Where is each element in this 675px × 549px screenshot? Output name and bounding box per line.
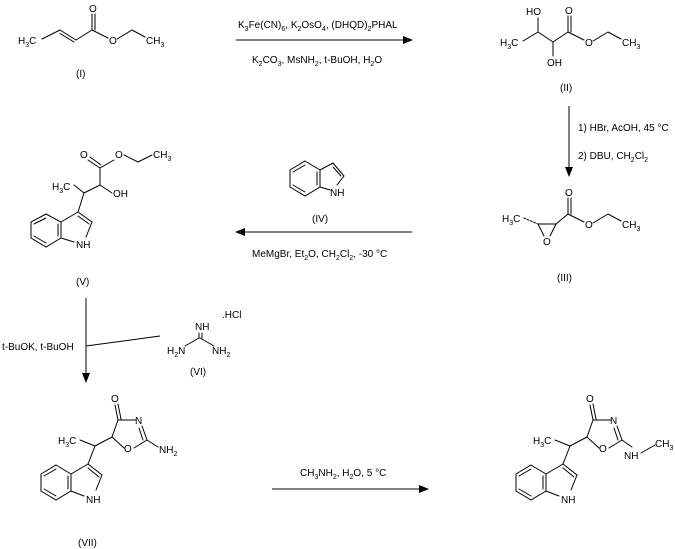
atom-o-carbonyl: O	[111, 394, 119, 405]
atom-n-ring: N	[135, 416, 142, 427]
compound-label-i: (I)	[76, 69, 85, 80]
compound-ii: H3C HO OH O O CH3 (II)	[500, 6, 640, 94]
compound-label-vi: (VI)	[190, 367, 206, 378]
condition-step-5: CH3NH2, H2O, 5 °C	[300, 468, 386, 481]
condition-step-1-base: K2CO3, MsNH2, t-BuOH, H2O	[252, 55, 382, 68]
atom-ch3: CH3	[146, 36, 164, 49]
atom-h3c: H3C	[533, 436, 551, 449]
compound-label-v: (V)	[76, 277, 89, 288]
compound-label-ii: (II)	[560, 83, 572, 94]
condition-step-3: MeMgBr, Et2O, CH2Cl2, -30 °C	[252, 249, 387, 262]
atom-o-ester: O	[585, 38, 593, 49]
atom-o-carbonyl: O	[89, 4, 97, 15]
compound-label-iii: (III)	[557, 273, 572, 284]
atom-h2n: H2N	[167, 346, 185, 359]
atom-ch3: CH3	[655, 439, 673, 452]
atom-h3c: H3C	[18, 36, 36, 49]
atom-nh2: NH2	[159, 445, 177, 458]
atom-o-carbonyl: O	[80, 150, 88, 161]
atom-o-carbonyl: O	[565, 188, 573, 199]
compound-vi: NH H2N NH2 .HCl (VI)	[167, 310, 241, 378]
atom-h3c: H3C	[58, 436, 76, 449]
compound-iv: NH (IV)	[289, 160, 345, 225]
atom-ch3: CH3	[153, 150, 171, 163]
atom-nh: NH	[86, 495, 100, 506]
atom-o-carbonyl: O	[565, 6, 573, 17]
atom-h3c: H3C	[52, 182, 70, 195]
atom-oh: OH	[113, 189, 128, 200]
reagent-connector-line	[85, 335, 161, 347]
salt-hcl: .HCl	[222, 310, 241, 321]
atom-nh-methyl: NH	[624, 451, 638, 462]
compound-i: H3C O O CH3 (I)	[18, 4, 164, 80]
atom-h3c: H3C	[500, 38, 518, 51]
atom-n-ring: N	[610, 416, 617, 427]
atom-o-ester: O	[109, 36, 117, 47]
condition-step-2-a: 1) HBr, AcOH, 45 °C	[578, 123, 669, 134]
atom-o-epoxide: O	[543, 237, 551, 248]
condition-step-2-b: 2) DBU, CH2Cl2	[578, 151, 648, 164]
atom-o-ring: O	[124, 444, 132, 455]
atom-o-ring: O	[599, 444, 607, 455]
compound-product: NH H3C O N O NH CH3	[515, 394, 673, 506]
compound-vii: NH H3C O N O NH2 (VII)	[40, 394, 177, 549]
compound-label-vii: (VII)	[78, 538, 97, 549]
atom-nh: NH	[330, 188, 344, 199]
atom-nh: NH	[195, 322, 209, 333]
atom-oh: OH	[547, 58, 562, 69]
condition-step-4: t-BuOK, t-BuOH	[2, 342, 74, 353]
atom-ho: HO	[526, 7, 541, 18]
atom-nh2: NH2	[212, 346, 230, 359]
atom-nh: NH	[76, 240, 90, 251]
compound-label-iv: (IV)	[312, 214, 328, 225]
atom-nh: NH	[561, 495, 575, 506]
atom-o-ester: O	[115, 150, 123, 161]
condition-step-1-reagents: K3Fe(CN)6, K2OsO4, (DHQD)2PHAL	[238, 20, 398, 33]
compound-iii: H3C O O O CH3 (III)	[502, 188, 640, 284]
compound-v: NH H3C OH O O CH3 (V)	[30, 150, 171, 288]
atom-h3c: H3C	[502, 214, 520, 227]
atom-o-ester: O	[585, 220, 593, 231]
atom-ch3: CH3	[622, 220, 640, 233]
atom-o-carbonyl: O	[586, 394, 594, 405]
atom-ch3: CH3	[622, 38, 640, 51]
